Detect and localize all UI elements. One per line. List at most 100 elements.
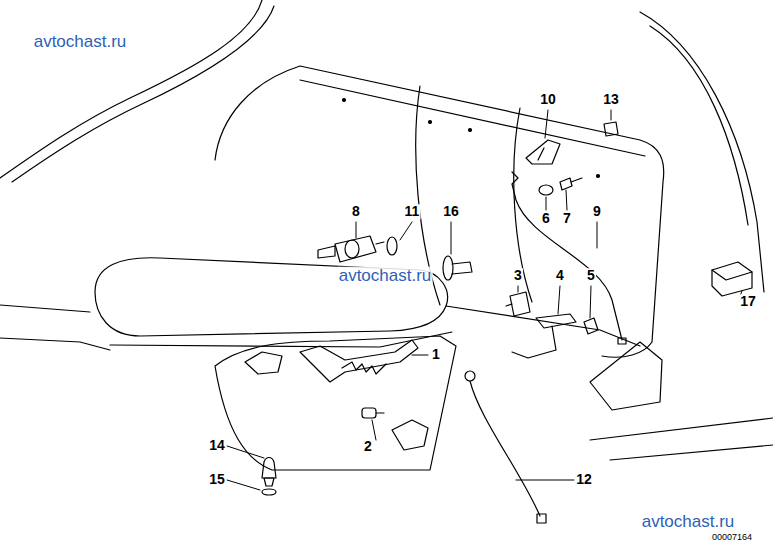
bowden-cable	[512, 172, 622, 340]
washer-small	[262, 489, 276, 495]
lock-bar	[536, 314, 576, 328]
callout-number: 3	[513, 268, 523, 283]
leader-lines	[516, 480, 574, 481]
lock-cylinder	[345, 240, 359, 258]
lock-housing	[506, 292, 530, 316]
car-body-outline	[610, 445, 773, 460]
latch-cover	[712, 270, 752, 280]
nut	[604, 122, 618, 136]
leader-lines	[546, 197, 547, 210]
callout-number: 7	[562, 211, 572, 226]
seat-base-panel	[245, 352, 282, 374]
lock-housing	[510, 292, 530, 316]
callout-number: 14	[208, 438, 226, 453]
leader-lines	[227, 446, 264, 458]
cap-cover	[539, 185, 553, 195]
button	[443, 256, 472, 280]
latch-cover	[712, 262, 752, 296]
seat-base-panel	[215, 336, 456, 470]
release-lever	[300, 340, 418, 382]
leader-lines	[558, 286, 560, 314]
callout-number: 6	[541, 211, 551, 226]
washer	[387, 237, 397, 255]
callout-number: 5	[586, 268, 596, 283]
seat-cushion	[110, 332, 452, 347]
bracket	[526, 140, 560, 164]
bowden-cable	[512, 172, 626, 344]
seat-backrest	[343, 99, 346, 102]
pin	[262, 458, 276, 479]
callout-number: 4	[555, 268, 565, 283]
seat-backrest	[215, 66, 664, 357]
car-body-outline	[0, 0, 262, 178]
car-body-outline	[590, 418, 773, 440]
callout-number: 17	[739, 294, 757, 309]
leader-lines	[412, 355, 428, 356]
lock-cylinder	[318, 236, 384, 262]
seat-backrest	[300, 80, 645, 156]
lock-bar	[512, 314, 576, 358]
leader-lines	[566, 190, 567, 210]
leader-lines	[356, 222, 357, 238]
lock-cylinder	[318, 246, 335, 258]
leader-lines	[518, 286, 519, 292]
button	[452, 262, 472, 274]
drawing-number: 00007164	[711, 533, 753, 543]
watermark: avtochast.ru	[33, 33, 128, 52]
washer-small	[262, 489, 276, 495]
leader-lines	[372, 420, 376, 440]
bowden-cable	[618, 338, 626, 344]
seat-backrest	[215, 66, 664, 357]
seat-backrest	[469, 129, 472, 132]
leader-lines	[611, 110, 612, 120]
release-cable	[465, 371, 546, 523]
screw	[571, 178, 582, 182]
leader-lines	[227, 110, 742, 490]
leader-lines	[400, 222, 412, 240]
bracket	[526, 140, 560, 164]
bolt	[362, 408, 384, 418]
leader-lines	[590, 286, 591, 318]
seat-cushion	[95, 258, 448, 336]
car-body-outline	[12, 6, 274, 182]
callout-number: 2	[363, 439, 373, 454]
cap	[584, 318, 598, 334]
callout-number: 13	[602, 92, 620, 107]
callout-number: 12	[575, 472, 593, 487]
leader-lines	[545, 110, 548, 138]
button	[443, 256, 453, 280]
seat-backrest	[514, 108, 532, 302]
seat-backrest	[429, 121, 432, 124]
car-body-outline	[0, 305, 90, 312]
pin	[264, 478, 274, 486]
washer	[387, 237, 397, 255]
car-body-outline	[650, 26, 748, 225]
leader-lines	[227, 480, 260, 490]
callout-number: 15	[208, 472, 226, 487]
car-body-outline	[0, 0, 773, 460]
seat-cushion	[95, 258, 662, 410]
release-cable	[537, 514, 546, 523]
bracket	[538, 148, 544, 160]
cap	[584, 318, 598, 334]
seat-base-panel	[392, 420, 428, 450]
watermark: avtochast.ru	[641, 513, 736, 532]
screw	[560, 178, 572, 190]
callout-number: 16	[442, 204, 460, 219]
lock-cylinder	[335, 236, 376, 262]
callout-number: 10	[539, 92, 557, 107]
callout-number: 9	[592, 204, 602, 219]
seat-base-panel	[215, 336, 456, 470]
leader-lines	[451, 222, 452, 254]
screw	[560, 178, 582, 190]
bolt	[376, 412, 384, 413]
callout-number: 8	[351, 204, 361, 219]
latch-cover	[712, 262, 752, 296]
release-lever	[300, 340, 418, 382]
seat-cushion	[590, 342, 662, 410]
release-lever	[342, 362, 386, 374]
lock-cylinder	[376, 242, 384, 244]
seat-backrest	[597, 175, 600, 178]
callout-number: 1	[431, 347, 441, 362]
